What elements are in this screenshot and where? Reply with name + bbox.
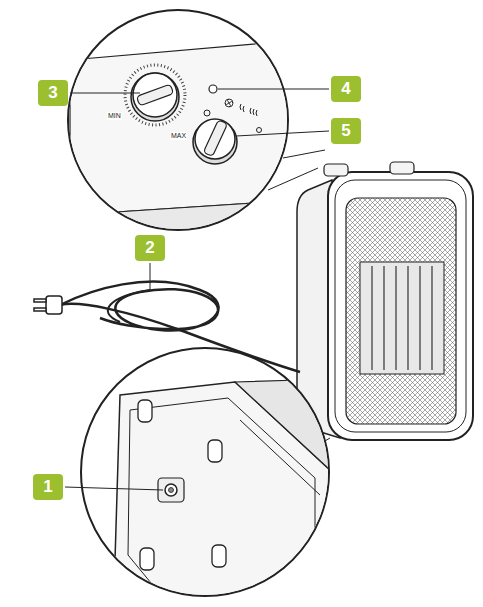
- callout-number: 4: [331, 76, 361, 102]
- callout-number: 5: [331, 118, 361, 144]
- callout-number: 1: [33, 474, 63, 500]
- knob-scale-label: MIN: [107, 112, 122, 120]
- knob-scale-label: MAX: [170, 132, 187, 140]
- callout-number: 3: [38, 80, 68, 106]
- callout-number: 2: [135, 235, 165, 261]
